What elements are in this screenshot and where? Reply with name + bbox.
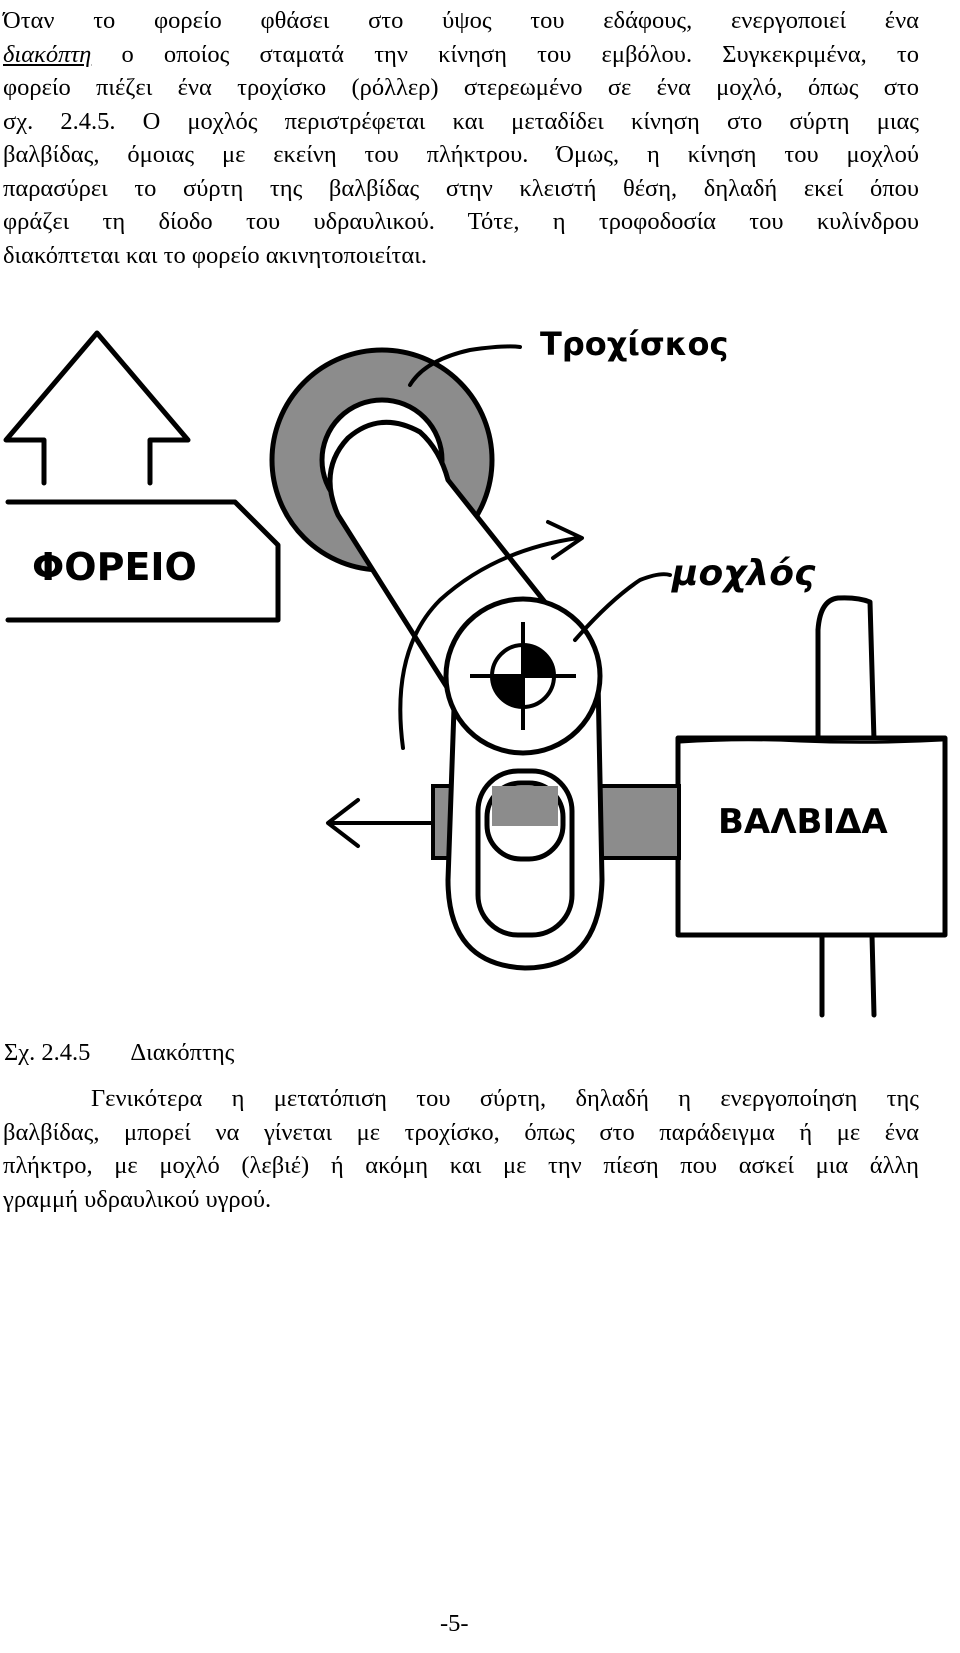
- up-arrow-icon: [3, 330, 191, 486]
- figure-number: Σχ. 2.4.5: [4, 1039, 91, 1066]
- figure-caption: Σχ. 2.4.5 Διακόπτης: [4, 1038, 234, 1068]
- lever-label: μοχλός: [671, 553, 816, 594]
- figure-title: Διακόπτης: [130, 1039, 235, 1066]
- intro-line-4: σχ. 2.4.5. Ο μοχλός περιστρέφεται και με…: [3, 107, 919, 135]
- intro-line-3: φορείο πιέζει ένα τροχίσκο (ρόλλερ) στερ…: [3, 74, 919, 101]
- carriage-label: ΦΟΡΕΙΟ: [32, 545, 197, 589]
- rotation-arrow-icon: [398, 536, 580, 750]
- roller-label: Τροχίσκος: [540, 325, 728, 363]
- intro-line-1: Όταν το φορείο φθάσει στο ύψος του εδάφο…: [3, 7, 919, 34]
- closing-line-3: πλήκτρο, με μοχλό (λεβιέ) ή ακόμη και με…: [3, 1152, 919, 1179]
- closing-line-4: γραμμή υδραυλικού υγρού.: [3, 1185, 272, 1213]
- lever-leader: [573, 572, 672, 642]
- page-number: -5-: [440, 1610, 469, 1637]
- carriage-body: [5, 499, 281, 623]
- intro-line-6: παρασύρει το σύρτη της βαλβίδας στην κλε…: [3, 174, 919, 202]
- intro-line-7: φράζει τη δίοδο του υδραυλικού. Τότε, η …: [3, 208, 919, 235]
- valve-label: ΒΑΛΒΙΔΑ: [718, 802, 888, 842]
- switch-term: διακόπτη: [3, 40, 92, 68]
- closing-paragraph: Γενικότερα η μετατόπιση του σύρτη, δηλαδ…: [3, 1082, 919, 1216]
- valve-body: [675, 735, 948, 938]
- valve-shaft-top: [815, 595, 877, 743]
- valve-shaft-bottom: [819, 932, 877, 1018]
- pivot-center-icon: [523, 645, 554, 676]
- intro-line-8: διακόπτεται και το φορείο ακινητοποιείτα…: [3, 241, 427, 269]
- switch-diagram: Τροχίσκος μοχλός ΦΟΡΕΙΟ ΒΑΛΒΙΔΑ: [3, 325, 948, 1018]
- closing-line-1: Γενικότερα η μετατόπιση του σύρτη, δηλαδ…: [91, 1085, 919, 1112]
- intro-line-2-text: ο οποίος σταματά την κίνηση του εμβόλου.…: [91, 40, 919, 68]
- intro-line-5: βαλβίδας, όμοιας με εκείνη του πλήκτρου.…: [3, 141, 919, 168]
- left-arrow-icon: [326, 798, 435, 848]
- intro-line-2: διακόπτη ο οποίος σταματά την κίνηση του…: [3, 38, 919, 72]
- closing-line-2: βαλβίδας, μπορεί να γίνεται με τροχίσκο,…: [3, 1118, 919, 1146]
- intro-paragraph: Όταν το φορείο φθάσει στο ύψος του εδάφο…: [3, 4, 919, 272]
- roller-leader: [408, 344, 522, 387]
